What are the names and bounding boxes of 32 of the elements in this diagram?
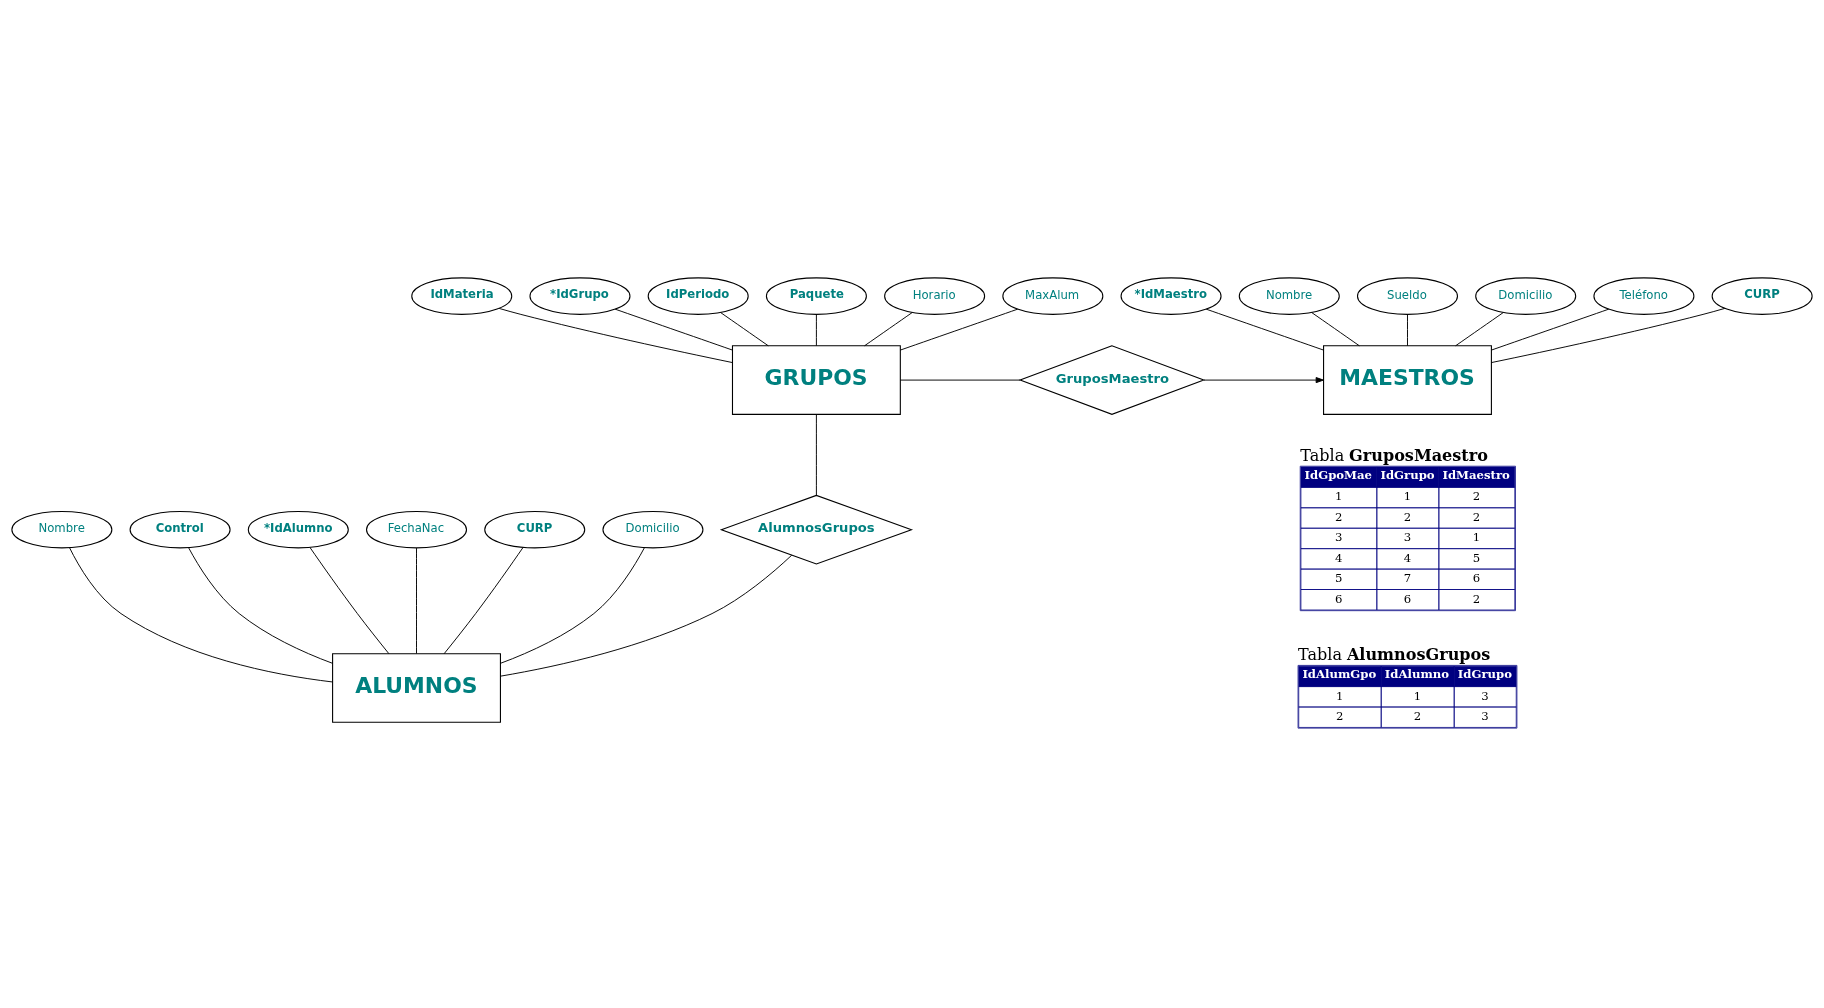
label: IdGrupo: [1457, 666, 1512, 681]
label: 2: [1472, 591, 1481, 605]
label: IdAlumGpo: [1302, 666, 1377, 681]
label: IdGrupo: [1380, 467, 1435, 482]
label: IdMaestro: [1442, 467, 1510, 482]
label: 5: [1472, 550, 1481, 565]
label: 3: [1334, 529, 1343, 544]
label: 1: [1413, 688, 1422, 703]
label: 2: [1403, 509, 1412, 524]
label: 3: [1403, 529, 1412, 544]
label: 6: [1472, 570, 1481, 585]
label: 4: [1403, 550, 1412, 565]
label: 5: [1334, 570, 1343, 585]
label: 2: [1413, 708, 1422, 723]
label: 7: [1403, 570, 1412, 585]
label: 2: [1472, 509, 1481, 524]
label: Tabla AlumnosGrupos: [1298, 644, 1491, 664]
label: 4: [1334, 550, 1343, 565]
label: 3: [1481, 688, 1489, 703]
label: 2: [1334, 509, 1343, 524]
label: 2: [1472, 488, 1481, 503]
label: 1: [1403, 488, 1412, 503]
label: 6: [1334, 591, 1343, 605]
label: 6: [1403, 591, 1412, 605]
label: 1: [1335, 688, 1344, 703]
label: 1: [1472, 529, 1481, 544]
label: 1: [1334, 488, 1343, 503]
label: IdAlumno: [1384, 666, 1450, 681]
label: IdGpoMae: [1304, 467, 1372, 482]
label: Tabla GruposMaestro: [1300, 445, 1488, 465]
label: 2: [1335, 708, 1344, 723]
label: 3: [1481, 708, 1489, 723]
